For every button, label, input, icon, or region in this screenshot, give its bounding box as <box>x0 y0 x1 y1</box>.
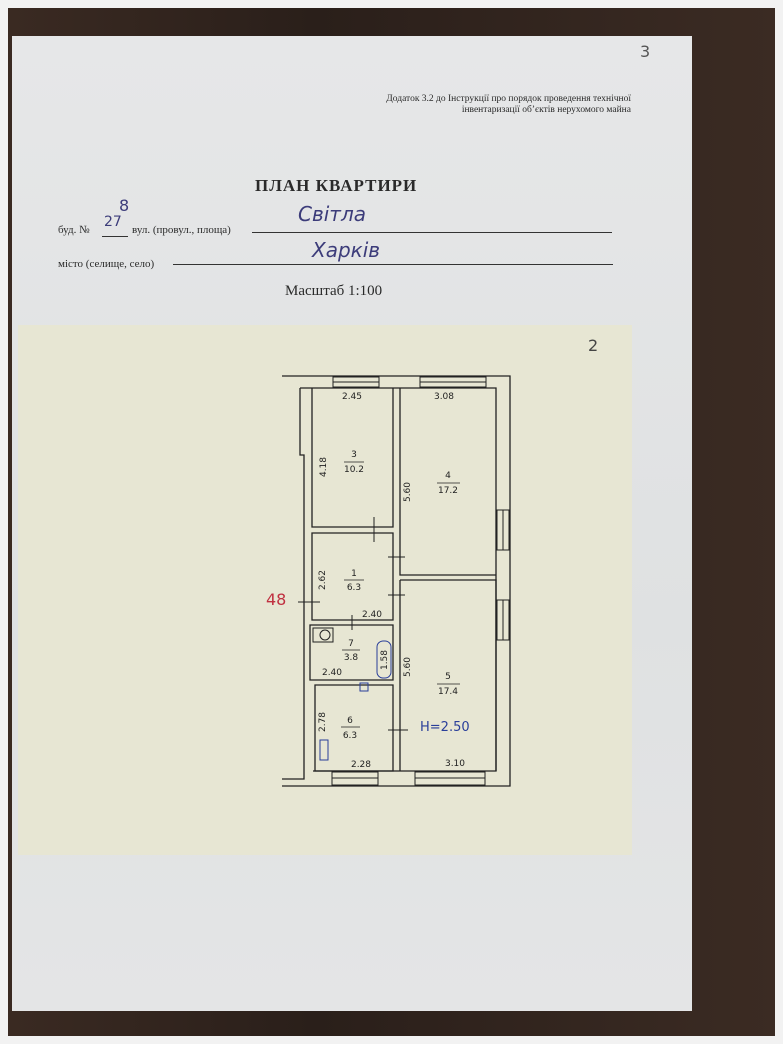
appendix-note: Додаток 3.2 до Інструкції про порядок пр… <box>386 94 631 116</box>
doors <box>298 517 408 731</box>
fixtures <box>312 627 392 761</box>
side-mark: 48 <box>266 590 287 609</box>
appendix-line-2: інвентаризації об’єктів нерухомого майна <box>461 105 631 115</box>
toilet-icon <box>312 627 334 643</box>
room-width: 3.10 <box>445 759 465 769</box>
room-width: 3.08 <box>434 392 454 402</box>
document-title: ПЛАН КВАРТИРИ <box>255 176 418 195</box>
room-area: 17.2 <box>438 486 458 496</box>
room-number: 7 <box>348 639 354 649</box>
room-width: 2.28 <box>351 760 371 770</box>
room-area: 3.8 <box>344 653 359 663</box>
room-width: 2.40 <box>322 668 342 678</box>
ceiling-height: H=2.50 <box>420 720 470 735</box>
room-area: 10.2 <box>344 465 364 475</box>
appendix-line-1: Додаток 3.2 до Інструкції про порядок пр… <box>386 94 631 104</box>
area-fraction-lines <box>341 461 460 728</box>
sheet-number: 2 <box>588 336 599 355</box>
street-value: Світла <box>298 202 366 226</box>
bathtub-icon <box>376 640 392 679</box>
room-number: 1 <box>351 569 357 579</box>
page-number: 3 <box>640 42 651 61</box>
room-area: 6.3 <box>347 583 361 593</box>
windows <box>331 376 510 786</box>
room-number: 5 <box>445 672 451 682</box>
building-number: 27 <box>104 214 122 230</box>
room-length: 4.18 <box>319 457 329 477</box>
building-label: буд. № <box>58 224 90 236</box>
room-number: 6 <box>347 716 353 726</box>
tracing-paper-sheet <box>18 325 632 855</box>
stove-icon <box>319 739 329 761</box>
room-number: 4 <box>445 471 451 481</box>
building-suffix: 8 <box>119 196 130 215</box>
city-label: місто (селище, село) <box>58 258 155 270</box>
room-area: 6.3 <box>343 731 357 741</box>
room-number: 3 <box>351 450 357 460</box>
room-length: 5.60 <box>403 657 413 677</box>
room-width: 2.45 <box>342 392 362 402</box>
room-length: 2.78 <box>318 712 328 732</box>
scale-label: Масштаб 1:100 <box>285 283 383 299</box>
city-value: Харків <box>312 238 381 262</box>
room-length: 1.58 <box>380 650 390 670</box>
room-area: 17.4 <box>438 687 458 697</box>
street-label: вул. (провул., площа) <box>132 224 231 236</box>
room-length: 5.60 <box>403 482 413 502</box>
room-length: 2.62 <box>318 570 328 590</box>
room-width: 2.40 <box>362 610 382 620</box>
walls <box>282 375 511 787</box>
sink-icon <box>359 682 369 692</box>
